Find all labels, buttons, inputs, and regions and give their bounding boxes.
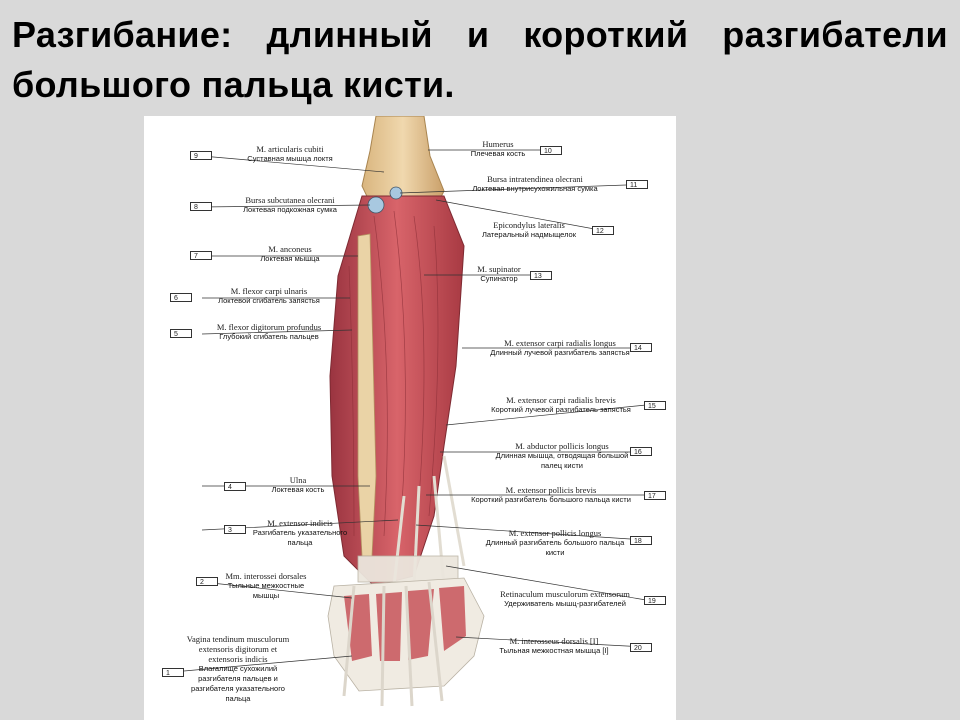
latin-name: Epicondylus lateralis [493, 220, 565, 230]
latin-name: Bursa subcutanea olecrani [245, 195, 335, 205]
russian-name: Удерживатель мышц-разгибателей [504, 599, 626, 608]
label-number: 14 [630, 343, 652, 352]
latin-name: M. flexor carpi ulnaris [230, 286, 308, 296]
label-right-17: M. extensor pollicis brevis Короткий раз… [456, 485, 646, 505]
latin-name: M. anconeus [268, 244, 312, 254]
latin-name: M. abductor pollicis longus [515, 441, 609, 451]
label-number: 4 [224, 482, 246, 491]
label-left-8: Bursa subcutanea olecrani Локтевая подко… [216, 195, 364, 215]
latin-name: M. supinator [477, 264, 521, 274]
russian-name: Короткий разгибатель большого пальца кис… [471, 495, 631, 504]
russian-name: Тыльные межкостные мышцы [227, 581, 305, 600]
russian-name: Влагалище сухожилий разгибателя пальцев … [191, 664, 285, 703]
label-right-14: M. extensor carpi radialis longus Длинны… [474, 338, 646, 358]
label-number: 2 [196, 577, 218, 586]
latin-name: Humerus [482, 139, 514, 149]
latin-name: M. extensor pollicis longus [508, 528, 602, 538]
latin-name: M. extensor indicis [267, 518, 333, 528]
latin-name: Vagina tendinum musculorum extensoris di… [186, 634, 290, 664]
label-number: 5 [170, 329, 192, 338]
latin-name: M. articularis cubiti [256, 144, 324, 154]
label-number: 16 [630, 447, 652, 456]
latin-name: M. interosseus dorsalis [I] [509, 636, 599, 646]
bursa-icon [367, 196, 385, 214]
label-right-13: M. supinator Супинатор [458, 264, 540, 284]
latin-name: Retinaculum musculorum extensorum [500, 589, 630, 599]
label-number: 20 [630, 643, 652, 652]
label-number: 11 [626, 180, 648, 189]
label-left-5: M. flexor digitorum profundus Глубокий с… [194, 322, 344, 342]
russian-name: Суставная мышца локтя [247, 154, 333, 163]
label-left-9: M. articularis cubiti Суставная мышца ло… [216, 144, 364, 164]
label-left-6: M. flexor carpi ulnaris Локтевой сгибате… [194, 286, 344, 306]
retinaculum [357, 555, 459, 583]
label-left-2: Mm. interossei dorsales Тыльные межкостн… [220, 571, 312, 601]
label-left-1: Vagina tendinum musculorum extensoris di… [186, 634, 290, 704]
label-number: 17 [644, 491, 666, 500]
label-left-3: M. extensor indicis Разгибатель указател… [248, 518, 352, 548]
latin-name: Ulna [289, 475, 307, 485]
label-right-16: M. abductor pollicis longus Длинная мышц… [494, 441, 630, 471]
label-number: 13 [530, 271, 552, 280]
russian-name: Локтевой сгибатель запястья [218, 296, 320, 305]
label-number: 6 [170, 293, 192, 302]
label-right-15: M. extensor carpi radialis brevis Коротк… [476, 395, 646, 415]
label-right-18: M. extensor pollicis longus Длинный разг… [480, 528, 630, 558]
russian-name: Локтевая мышца [260, 254, 320, 263]
label-number: 19 [644, 596, 666, 605]
russian-name: Супинатор [480, 274, 518, 283]
russian-name: Тыльная межкостная мышца [I] [499, 646, 609, 655]
russian-name: Локтевая кость [271, 485, 325, 494]
label-number: 8 [190, 202, 212, 211]
label-right-10: Humerus Плечевая кость [450, 139, 546, 159]
label-right-19: Retinaculum musculorum extensorum Удержи… [484, 589, 646, 609]
russian-name: Плечевая кость [470, 149, 526, 158]
label-number: 12 [592, 226, 614, 235]
russian-name: Локтевая подкожная сумка [243, 205, 337, 214]
latin-name: M. extensor pollicis brevis [505, 485, 597, 495]
russian-name: Латеральный надмыщелок [481, 230, 577, 239]
latin-name: M. flexor digitorum profundus [216, 322, 322, 332]
label-number: 7 [190, 251, 212, 260]
label-number: 1 [162, 668, 184, 677]
label-number: 18 [630, 536, 652, 545]
label-left-4: Ulna Локтевая кость [248, 475, 348, 495]
russian-name: Длинная мышца, отводящая большой палец к… [495, 451, 629, 470]
label-number: 3 [224, 525, 246, 534]
label-left-7: M. anconeus Локтевая мышца [216, 244, 364, 264]
slide-title: Разгибание: длинный и короткий разгибате… [12, 14, 948, 105]
anatomy-plate: 9 M. articularis cubiti Суставная мышца … [144, 116, 676, 720]
label-number: 15 [644, 401, 666, 410]
label-number: 10 [540, 146, 562, 155]
forearm-illustration [183, 116, 647, 707]
russian-name: Глубокий сгибатель пальцев [219, 332, 319, 341]
russian-name: Локтевая внутрисухожильная сумка [472, 184, 598, 193]
russian-name: Разгибатель указательного пальца [252, 528, 348, 547]
latin-name: M. extensor carpi radialis brevis [506, 395, 616, 405]
label-right-11: Bursa intratendinea olecrani Локтевая вн… [444, 174, 626, 194]
latin-name: M. extensor carpi radialis longus [504, 338, 616, 348]
label-right-20: M. interosseus dorsalis [I] Тыльная межк… [484, 636, 624, 656]
russian-name: Короткий лучевой разгибатель запястья [491, 405, 631, 414]
latin-name: Bursa intratendinea olecrani [487, 174, 583, 184]
latin-name: Mm. interossei dorsales [225, 571, 307, 581]
label-number: 9 [190, 151, 212, 160]
russian-name: Длинный лучевой разгибатель запястья [490, 348, 630, 357]
russian-name: Длинный разгибатель большого пальца кист… [485, 538, 625, 557]
label-right-12: Epicondylus lateralis Латеральный надмыщ… [458, 220, 600, 240]
